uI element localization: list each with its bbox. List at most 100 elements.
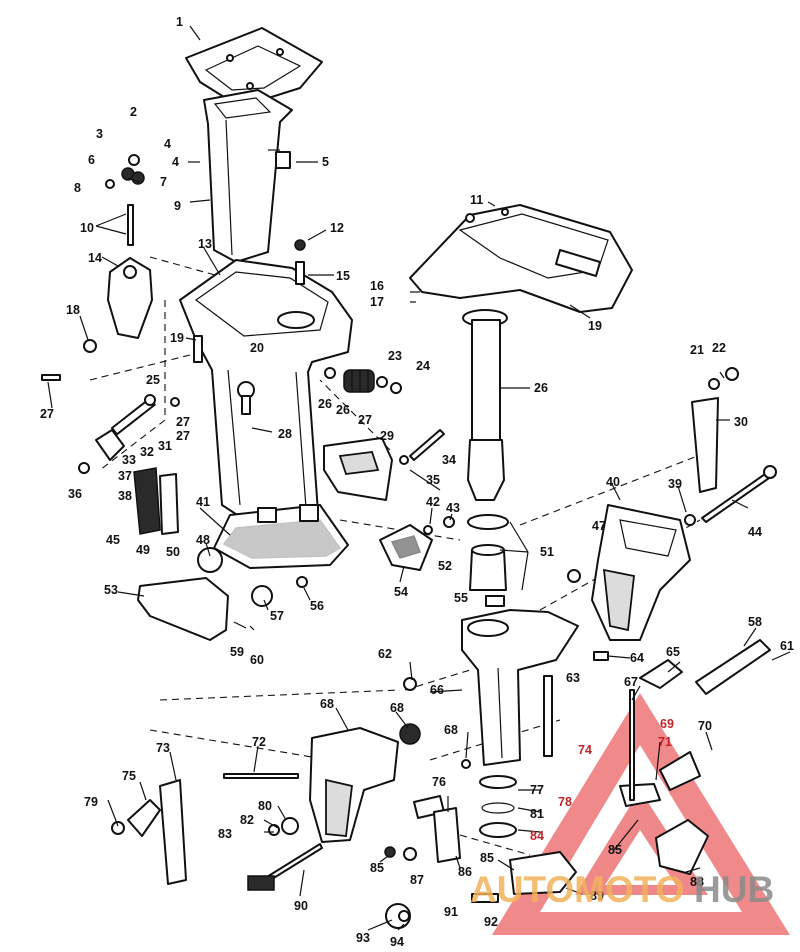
callout-90: 90 xyxy=(294,899,308,913)
callout-57: 21 xyxy=(690,343,704,357)
part-exhaust-housing xyxy=(203,89,293,263)
callout-48: 68 xyxy=(320,697,334,711)
part-stern-bracket-right xyxy=(591,504,691,641)
part-steering-shaft xyxy=(462,309,508,501)
callout-33: 4 xyxy=(164,137,171,151)
callout-44: 31 xyxy=(158,439,172,453)
callout-64: 55 xyxy=(454,591,468,605)
watermark-accent-text: AUTOMOTO xyxy=(470,869,684,910)
callout-75: 92 xyxy=(484,915,498,929)
callout-36: 10 xyxy=(80,221,94,235)
callout-27: 17 xyxy=(370,295,384,309)
callout-34: 7 xyxy=(160,175,167,189)
callout-72: 63 xyxy=(566,671,580,685)
part-side-cover xyxy=(107,257,153,339)
callout-19: 42 xyxy=(426,495,440,509)
callout-79: 26 xyxy=(534,381,548,395)
callout-26-mid: 23 xyxy=(388,349,402,363)
callout-11: 20 xyxy=(250,341,264,355)
callout-4b: 38 xyxy=(118,489,132,503)
callout-85-top: 22 xyxy=(712,341,726,355)
callout-68-low: 91 xyxy=(444,905,458,919)
callout-35: 27 xyxy=(176,429,190,443)
callout-84: 62 xyxy=(378,647,392,661)
callout-27-mid: 24 xyxy=(416,359,430,373)
part-throttle-shaft xyxy=(95,397,156,461)
part-exhaust-cover xyxy=(137,577,229,641)
part-tilt-levers xyxy=(127,779,187,885)
callout-68-red: 69 xyxy=(660,717,674,731)
callout-61: 66 xyxy=(430,683,444,697)
callout-27-left: 26 xyxy=(318,397,332,411)
callout-60: 84 xyxy=(530,829,544,843)
callout-26-left: 26 xyxy=(336,403,350,417)
callout-37: 25 xyxy=(146,373,160,387)
watermark-text: AUTOMOTO HUB xyxy=(470,869,774,910)
callout-85-low: 79 xyxy=(84,795,98,809)
callout-51: 85 xyxy=(370,861,384,875)
callout-91: 72 xyxy=(252,735,266,749)
callout-92: 94 xyxy=(390,935,404,949)
callout-40: 18 xyxy=(66,303,80,317)
callout-52: 86 xyxy=(458,865,472,879)
callout-26: 16 xyxy=(370,279,384,293)
callout-86: 30 xyxy=(734,415,748,429)
callout-70: 70 xyxy=(698,719,712,733)
callout-32: 6 xyxy=(88,153,95,167)
callout-9: 4 xyxy=(172,155,179,169)
callout-41: 14 xyxy=(88,251,102,265)
callout-94: 41 xyxy=(196,495,210,509)
callout-17: 53 xyxy=(104,583,118,597)
callout-8: 1 xyxy=(176,15,183,29)
callout-28: 27 xyxy=(358,413,372,427)
callout-83: 73 xyxy=(156,741,170,755)
small-hardware xyxy=(41,154,739,929)
callout-21: 5 xyxy=(322,155,329,169)
callout-42: 36 xyxy=(68,487,82,501)
callout-4: 37 xyxy=(118,469,132,483)
callout-54: 44 xyxy=(748,525,762,539)
callout-3: 49 xyxy=(136,543,150,557)
part-mount-bracket xyxy=(323,437,393,501)
callout-18: 43 xyxy=(446,501,460,515)
callout-77: 74 xyxy=(578,743,592,757)
part-pad xyxy=(695,639,771,695)
callout-55: 58 xyxy=(748,615,762,629)
callout-6: 45 xyxy=(106,533,120,547)
callout-62: 68 xyxy=(444,723,458,737)
callout-58: 77 xyxy=(530,783,544,797)
callout-29: 8 xyxy=(74,181,81,195)
callout-73: 78 xyxy=(558,795,572,809)
callout-10: 9 xyxy=(174,199,181,213)
callout-74: 88 xyxy=(690,875,704,889)
part-lower-mount xyxy=(379,524,433,571)
callout-80: 39 xyxy=(668,477,682,491)
part-bushings xyxy=(467,514,509,607)
callout-25: 34 xyxy=(442,453,456,467)
callout-27-low: 56 xyxy=(310,599,324,613)
part-gasket-top xyxy=(185,27,323,103)
callout-43: 27 xyxy=(40,407,54,421)
callout-65: 64 xyxy=(630,651,644,665)
callout-89: 80 xyxy=(258,799,272,813)
part-swivel-bracket xyxy=(461,609,579,766)
callout-47: 57 xyxy=(270,609,284,623)
callout-22: 60 xyxy=(250,653,264,667)
callout-39: 27 xyxy=(176,415,190,429)
callout-labels: 1 2 3 4 4 5 6 7 8 9 10 11 12 13 14 15 16… xyxy=(40,15,794,949)
callout-50: 87 xyxy=(410,873,424,887)
callout-82: 75 xyxy=(122,769,136,783)
callout-31: 2 xyxy=(130,105,137,119)
callout-69: 65 xyxy=(666,645,680,659)
callout-20: 54 xyxy=(394,585,408,599)
part-friction-block xyxy=(133,467,179,535)
callout-68-mid: 85 xyxy=(608,843,622,857)
leader-lines xyxy=(47,25,791,931)
callout-12: 28 xyxy=(278,427,292,441)
callout-5: 33 xyxy=(122,453,136,467)
callout-88: 82 xyxy=(240,813,254,827)
callout-59: 81 xyxy=(530,807,544,821)
callout-78: 11 xyxy=(470,193,483,207)
callout-49: 76 xyxy=(432,775,446,789)
